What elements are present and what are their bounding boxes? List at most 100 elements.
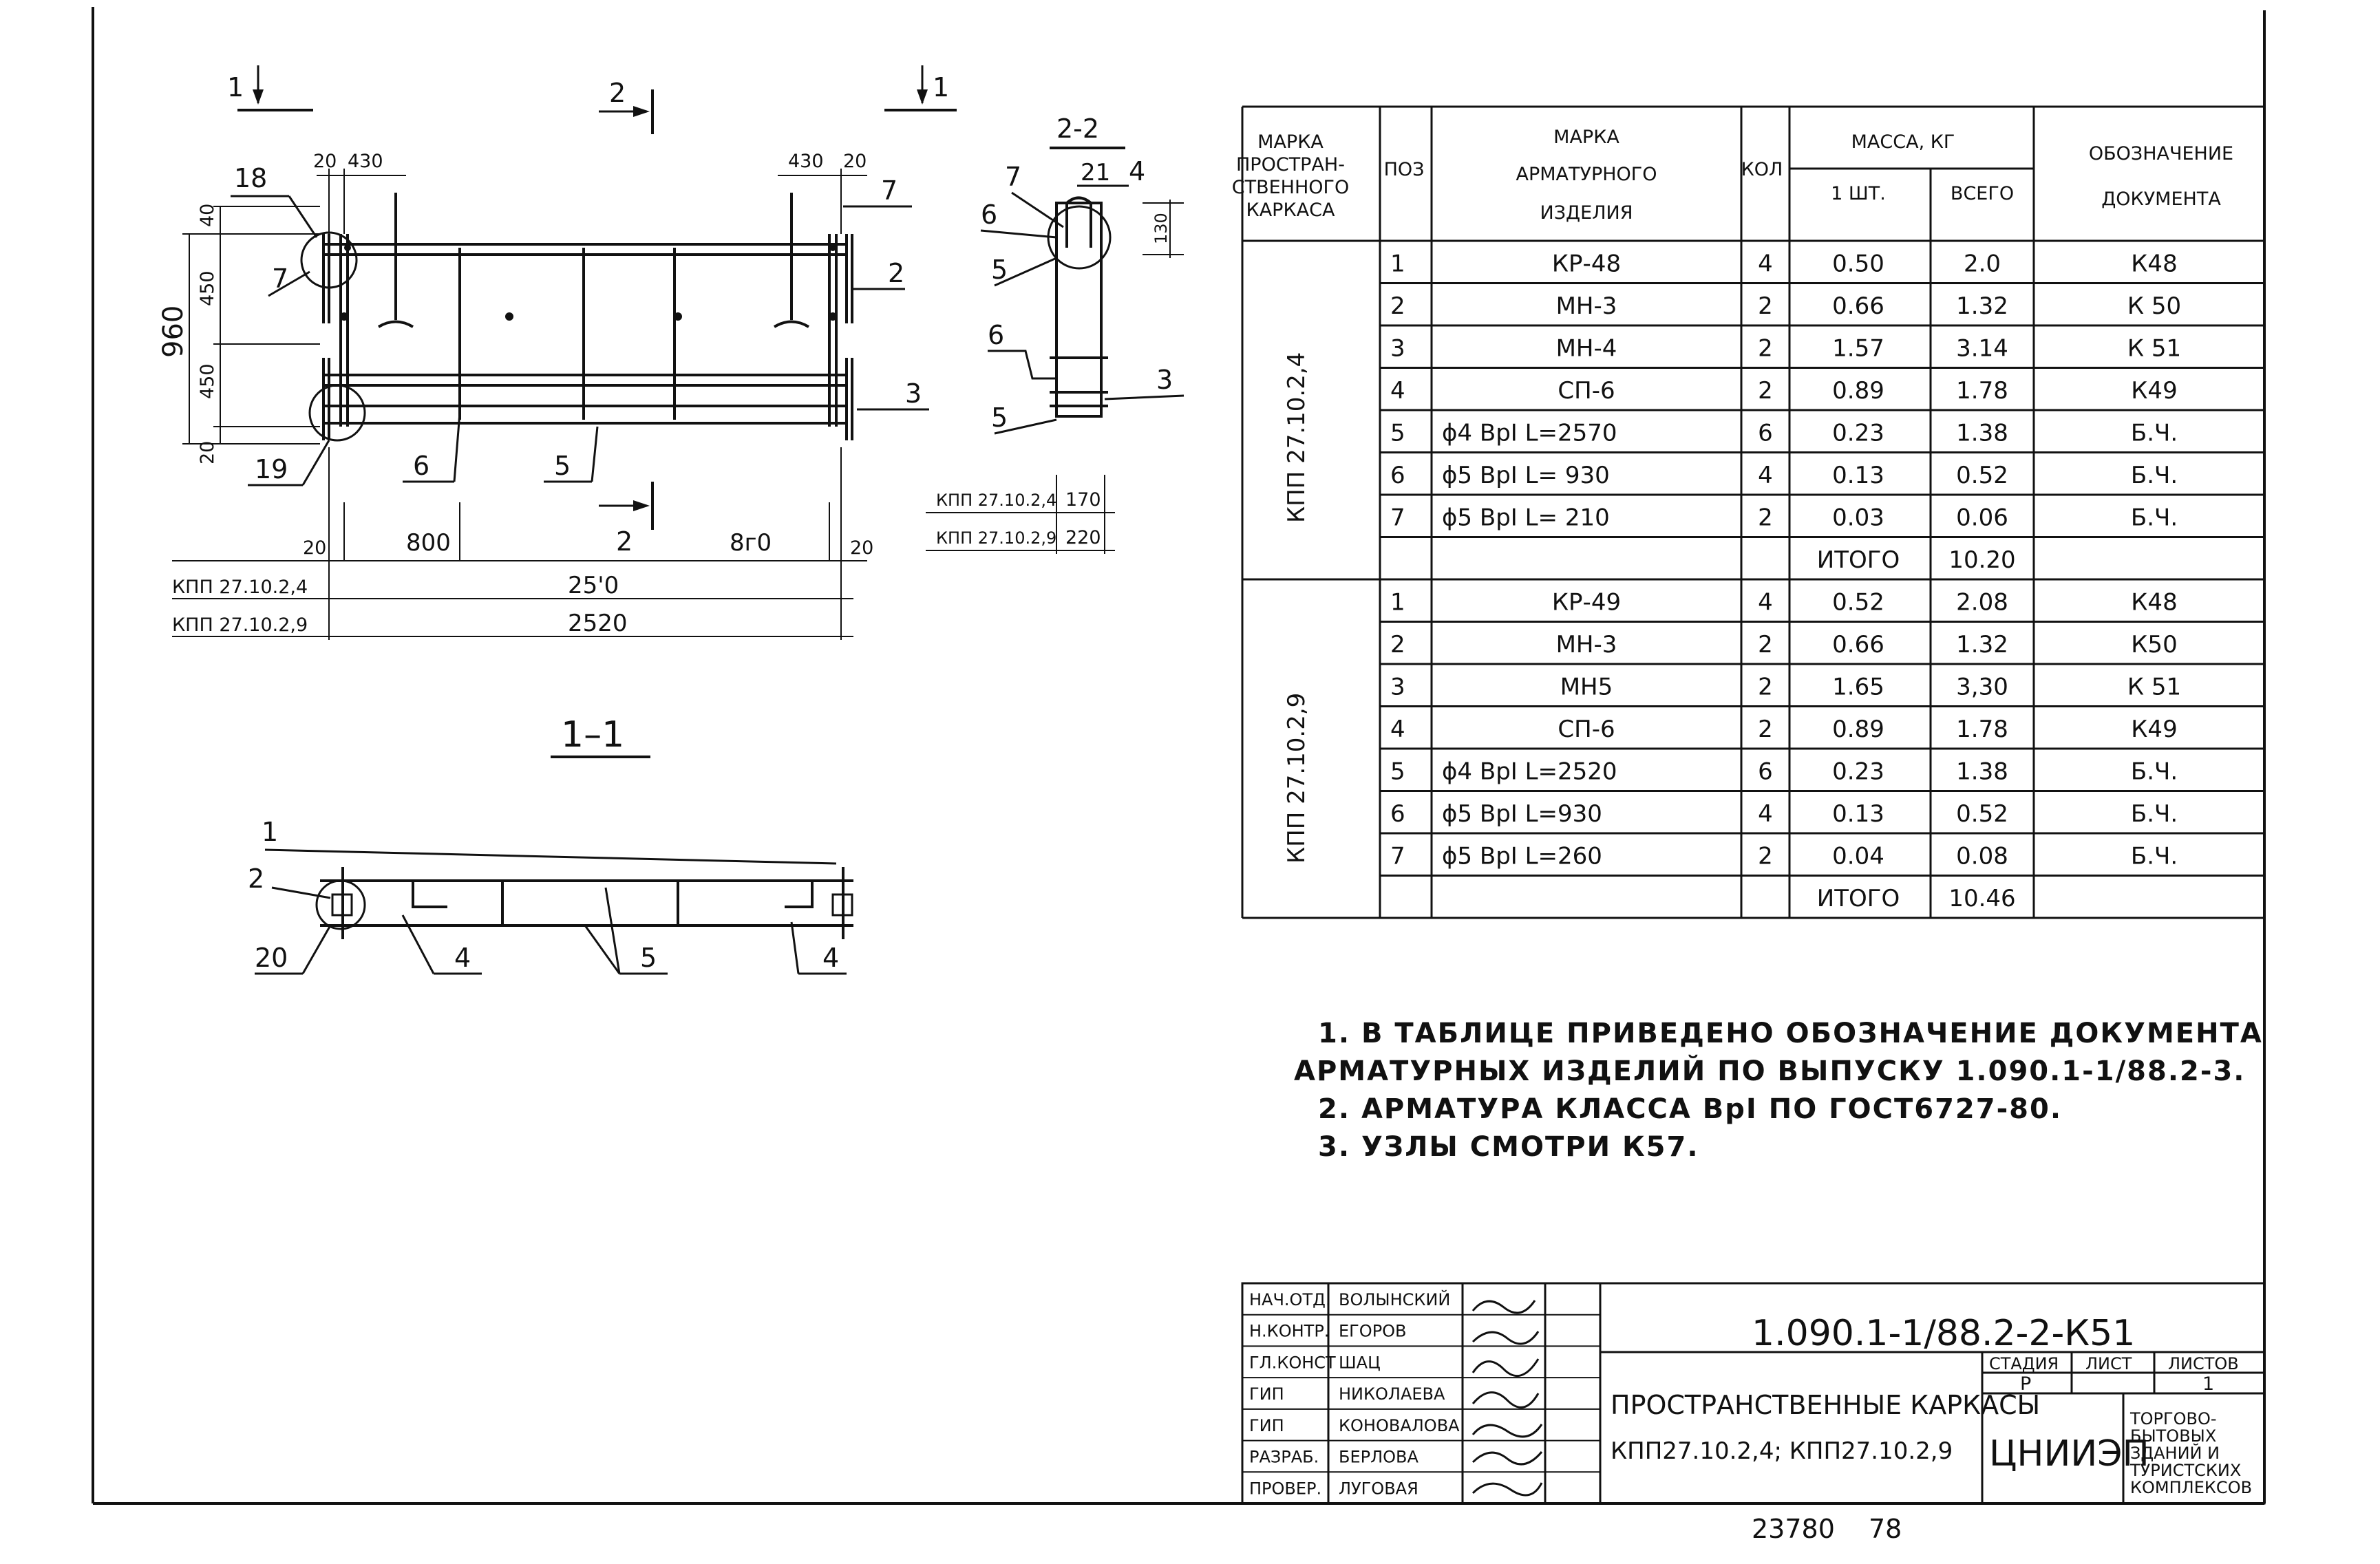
footer: 23780 78 bbox=[1752, 1514, 1902, 1544]
svg-text:430: 430 bbox=[788, 151, 824, 172]
section-2-2: 2-2 7 21 4 6 5 6 5 3 bbox=[926, 114, 1184, 554]
table-cell-qty: 2 bbox=[1758, 631, 1773, 658]
org-desc-5: КОМПЛЕКСОВ bbox=[2130, 1478, 2252, 1497]
svg-text:ОБОЗНАЧЕНИЕ: ОБОЗНАЧЕНИЕ bbox=[2089, 143, 2233, 164]
role-label: Н.КОНТР. bbox=[1249, 1322, 1329, 1341]
table-cell-mass-one: 0.50 bbox=[1832, 250, 1884, 277]
svg-text:20: 20 bbox=[197, 441, 218, 464]
section-1-1: 1–1 1 2 20 4 5 bbox=[248, 714, 853, 975]
svg-text:8г0: 8г0 bbox=[730, 529, 772, 557]
table-cell-qty: 4 bbox=[1758, 588, 1773, 616]
svg-text:2520: 2520 bbox=[568, 610, 628, 637]
table-cell-doc: Б.Ч. bbox=[2131, 800, 2178, 828]
table-cell-doc: К 51 bbox=[2127, 673, 2181, 700]
svg-text:130: 130 bbox=[1151, 213, 1171, 244]
table-cell-mass-one: 0.89 bbox=[1832, 716, 1884, 743]
table-total-value: 10.20 bbox=[1948, 546, 2015, 574]
table-cell-mass-total: 0.06 bbox=[1956, 504, 2008, 531]
note-1: 1. В ТАБЛИЦЕ ПРИВЕДЕНО ОБОЗНАЧЕНИЕ ДОКУМ… bbox=[1318, 1018, 2263, 1049]
signatures bbox=[1471, 1300, 1543, 1497]
svg-text:МАССА, КГ: МАССА, КГ bbox=[1851, 131, 1955, 153]
svg-text:450: 450 bbox=[197, 270, 218, 306]
table-cell-mass-total: 2.08 bbox=[1956, 588, 2008, 616]
table-cell-qty: 2 bbox=[1758, 334, 1773, 362]
role-name: ЕГОРОВ bbox=[1339, 1322, 1407, 1341]
role-name: КОНОВАЛОВА bbox=[1339, 1416, 1460, 1435]
table-cell-mass-one: 0.13 bbox=[1832, 462, 1884, 489]
frame-body bbox=[322, 193, 853, 440]
svg-text:18: 18 bbox=[234, 163, 267, 193]
node-circle-19 bbox=[308, 384, 366, 442]
svg-text:МАРКА: МАРКА bbox=[1553, 127, 1619, 148]
svg-text:3: 3 bbox=[905, 378, 922, 409]
table-cell-item: МН-3 bbox=[1556, 631, 1617, 658]
svg-text:ИЗДЕЛИЯ: ИЗДЕЛИЯ bbox=[1540, 202, 1633, 224]
table-cell-doc: К 51 bbox=[2127, 334, 2181, 362]
table-cell-item: МН-4 bbox=[1556, 334, 1617, 362]
table-cell-pos: 5 bbox=[1390, 419, 1405, 447]
section-mark-1-right: 1 bbox=[884, 65, 957, 111]
sheet-frame bbox=[92, 7, 2266, 1505]
table-cell-pos: 6 bbox=[1390, 462, 1405, 489]
role-label: ПРОВЕР. bbox=[1249, 1479, 1321, 1498]
svg-text:1: 1 bbox=[262, 817, 278, 847]
org-desc-1: ТОРГОВО- bbox=[2129, 1409, 2217, 1428]
table-cell-item: ϕ5 ВрI L= 210 bbox=[1442, 504, 1610, 531]
table-cell-mass-total: 0.08 bbox=[1956, 842, 2008, 870]
table-cell-pos: 5 bbox=[1390, 758, 1405, 785]
svg-text:25'0: 25'0 bbox=[568, 572, 619, 599]
svg-text:2: 2 bbox=[616, 526, 633, 557]
svg-text:6: 6 bbox=[988, 320, 1004, 350]
svg-text:1: 1 bbox=[227, 72, 244, 103]
section-mark-2-bottom: 2 bbox=[599, 482, 654, 557]
svg-text:220: 220 bbox=[1065, 527, 1101, 548]
table-cell-mass-one: 0.66 bbox=[1832, 631, 1884, 658]
table-cell-mass-one: 0.04 bbox=[1832, 842, 1884, 870]
sheets-label: ЛИСТОВ bbox=[2168, 1354, 2239, 1373]
svg-text:СТВЕННОГО: СТВЕННОГО bbox=[1232, 177, 1350, 198]
group-name-2: КПП 27.10.2,9 bbox=[1283, 693, 1310, 864]
table-cell-item: ϕ5 ВрI L=260 bbox=[1442, 842, 1602, 870]
table-cell-item: МН5 bbox=[1560, 673, 1613, 700]
table-cell-pos: 2 bbox=[1390, 292, 1405, 320]
svg-text:1 ШТ.: 1 ШТ. bbox=[1831, 183, 1886, 204]
table-cell-item: КР-49 bbox=[1552, 588, 1621, 616]
table-cell-doc: К49 bbox=[2131, 716, 2177, 743]
table-cell-mass-total: 1.78 bbox=[1956, 377, 2008, 405]
table-cell-pos: 4 bbox=[1390, 716, 1405, 743]
table-cell-qty: 2 bbox=[1758, 377, 1773, 405]
table-cell-mass-one: 0.13 bbox=[1832, 800, 1884, 828]
group-name-1: КПП 27.10.2,4 bbox=[1283, 352, 1310, 523]
table-cell-qty: 4 bbox=[1758, 800, 1773, 828]
page-number: 78 bbox=[1869, 1514, 1902, 1544]
svg-text:1: 1 bbox=[933, 72, 949, 103]
svg-text:КАРКАСА: КАРКАСА bbox=[1246, 200, 1335, 221]
svg-text:7: 7 bbox=[272, 264, 288, 294]
svg-text:КПП 27.10.2,9: КПП 27.10.2,9 bbox=[936, 528, 1056, 548]
table-cell-pos: 1 bbox=[1390, 250, 1405, 277]
role-label: ГЛ.КОНСТ bbox=[1249, 1353, 1336, 1372]
svg-text:КПП 27.10.2,4: КПП 27.10.2,4 bbox=[936, 491, 1056, 510]
table-cell-pos: 7 bbox=[1390, 842, 1405, 870]
table-cell-pos: 7 bbox=[1390, 504, 1405, 531]
svg-text:960: 960 bbox=[158, 306, 189, 358]
svg-text:4: 4 bbox=[1129, 156, 1145, 186]
section-1-1-labels: 1 2 20 4 5 4 bbox=[248, 817, 847, 975]
table-cell-pos: 4 bbox=[1390, 377, 1405, 405]
notes: 1. В ТАБЛИЦЕ ПРИВЕДЕНО ОБОЗНАЧЕНИЕ ДОКУМ… bbox=[1294, 1018, 2263, 1163]
table-cell-item: ϕ5 ВрI L= 930 bbox=[1442, 462, 1610, 489]
table-cell-mass-one: 0.23 bbox=[1832, 419, 1884, 447]
table-cell-mass-total: 0.52 bbox=[1956, 800, 2008, 828]
role-name: БЕРЛОВА bbox=[1339, 1448, 1419, 1467]
note-2: 2. АРМАТУРА КЛАССА ВрI ПО ГОСТ6727-80. bbox=[1318, 1093, 2062, 1125]
drawing-subtitle: КПП27.10.2,4; КПП27.10.2,9 bbox=[1611, 1437, 1953, 1465]
svg-text:ВСЕГО: ВСЕГО bbox=[1951, 183, 2014, 204]
drawing-title: ПРОСТРАНСТВЕННЫЕ КАРКАСЫ bbox=[1611, 1390, 2040, 1420]
table-cell-mass-one: 0.52 bbox=[1832, 588, 1884, 616]
stage-value: Р bbox=[2020, 1373, 2031, 1395]
sheets-value: 1 bbox=[2202, 1373, 2214, 1395]
role-name: ШАЦ bbox=[1339, 1353, 1381, 1372]
table-cell-doc: Б.Ч. bbox=[2131, 419, 2178, 447]
